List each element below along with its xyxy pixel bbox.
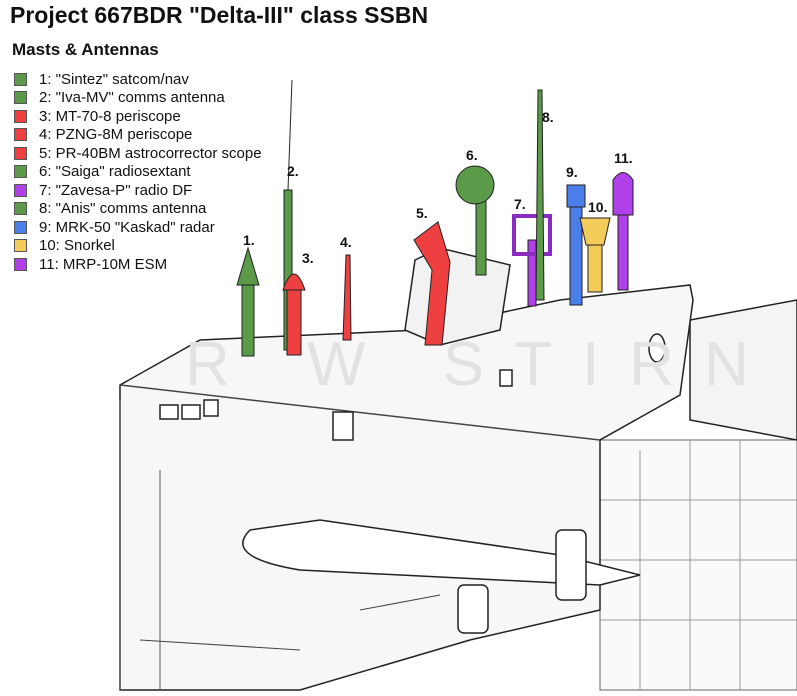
legend-label: 4: PZNG-8M periscope (39, 126, 193, 144)
mast-7-zavesa-p (512, 214, 552, 307)
page-title: Project 667BDR "Delta-III" class SSBN (10, 2, 429, 28)
legend-label: 9: MRK-50 "Kaskad" radar (39, 218, 215, 236)
legend-swatch (14, 220, 27, 234)
legend-label: 8: "Anis" comms antenna (39, 200, 207, 218)
mast-1-sintez (236, 246, 260, 357)
mast-11-mrp-10m (612, 172, 634, 291)
legend-swatch (14, 165, 27, 179)
callout-3: 3. (302, 250, 314, 266)
mast-5-pr-40bm (413, 221, 451, 346)
callout-labels: 1. 2. 3. 4. 5. 6. 7. 8. 9. 10. 11. (243, 109, 633, 266)
legend-item: 10: Snorkel (14, 237, 262, 256)
legend-label: 10: Snorkel (39, 237, 115, 255)
legend-item: 7: "Zavesa-P" radio DF (14, 181, 262, 200)
callout-11: 11. (614, 150, 633, 166)
callout-2: 2. (287, 163, 299, 179)
callout-7: 7. (514, 196, 526, 212)
legend-swatch (14, 257, 27, 271)
callout-9: 9. (566, 164, 578, 180)
hull (119, 247, 797, 691)
legend-item: 9: MRK-50 "Kaskad" radar (14, 218, 262, 237)
legend-swatch (14, 109, 27, 123)
callout-8: 8. (542, 109, 554, 125)
mast-10-snorkel (579, 217, 611, 293)
mast-9-kaskad (566, 184, 586, 306)
legend-label: 5: PR-40BM astrocorrector scope (39, 144, 262, 162)
watermark: R W STIRN (185, 330, 779, 399)
legend-swatch (14, 239, 27, 253)
legend-label: 2: "Iva-MV" comms antenna (39, 89, 225, 107)
legend-item: 11: MRP-10M ESM (14, 255, 262, 274)
callout-1: 1. (243, 232, 255, 248)
legend-item: 8: "Anis" comms antenna (14, 200, 262, 219)
legend-label: 7: "Zavesa-P" radio DF (39, 181, 193, 199)
callout-4: 4. (340, 234, 352, 250)
legend-label: 1: "Sintez" satcom/nav (39, 70, 189, 88)
legend-swatch (14, 128, 27, 142)
legend-swatch (14, 91, 27, 105)
legend-item: 1: "Sintez" satcom/nav (14, 70, 262, 89)
mast-3-mt-70-8 (282, 273, 306, 356)
callout-6: 6. (466, 147, 478, 163)
mast-4-pzng-8m (342, 254, 352, 341)
callout-10: 10. (588, 199, 607, 215)
legend-swatch (14, 183, 27, 197)
legend-swatch (14, 146, 27, 160)
mast-8-anis (535, 89, 545, 301)
legend-item: 2: "Iva-MV" comms antenna (14, 89, 262, 108)
legend-item: 5: PR-40BM astrocorrector scope (14, 144, 262, 163)
legend-swatch (14, 72, 27, 86)
legend-label: 3: MT-70-8 periscope (39, 107, 181, 125)
legend-item: 3: MT-70-8 periscope (14, 107, 262, 126)
legend-label: 6: "Saiga" radiosextant (39, 163, 191, 181)
mast-6-saiga (455, 165, 495, 276)
legend-item: 4: PZNG-8M periscope (14, 126, 262, 145)
section-subtitle: Masts & Antennas (12, 40, 159, 59)
callout-5: 5. (416, 205, 428, 221)
legend-label: 11: MRP-10M ESM (39, 255, 168, 273)
legend-swatch (14, 202, 27, 216)
legend-item: 6: "Saiga" radiosextant (14, 163, 262, 182)
